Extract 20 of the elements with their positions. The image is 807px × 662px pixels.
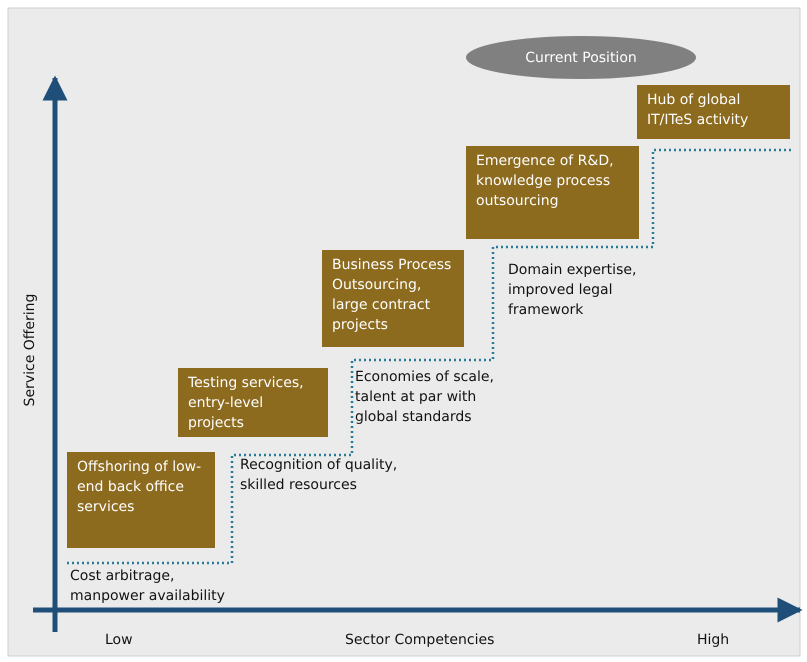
enabler-text: Cost arbitrage, manpower availability [70,567,226,606]
stage-text: Business Process Outsourcing, large contract projects [332,257,452,333]
enabler-text: Economies of scale, talent at par with global standards [355,368,495,427]
axis-title: Sector Competencies [345,631,496,650]
axis-tick-label: Low [105,631,134,650]
stage-box [637,85,790,139]
stage-text: Offshoring of low-end back office services [77,459,202,515]
stage-text: Current Position [525,48,637,68]
stage-text: Testing services, entry-level projects [188,375,304,431]
axis-tick-label: High [697,631,730,650]
enabler-text: Recognition of quality, skilled resources [240,456,398,495]
stage-box [322,250,464,347]
stage-text: Emergence of R&D, knowledge process outsourcing [476,153,614,209]
position-ellipse [465,35,697,80]
stage-text: Hub of global IT/ITeS activity [647,92,748,128]
axis-title: Service Offering [21,292,39,408]
enabler-text: Domain expertise, improved legal framework [508,261,638,320]
stage-box [178,368,328,437]
stage-box [67,452,215,548]
stage-box [466,146,639,239]
